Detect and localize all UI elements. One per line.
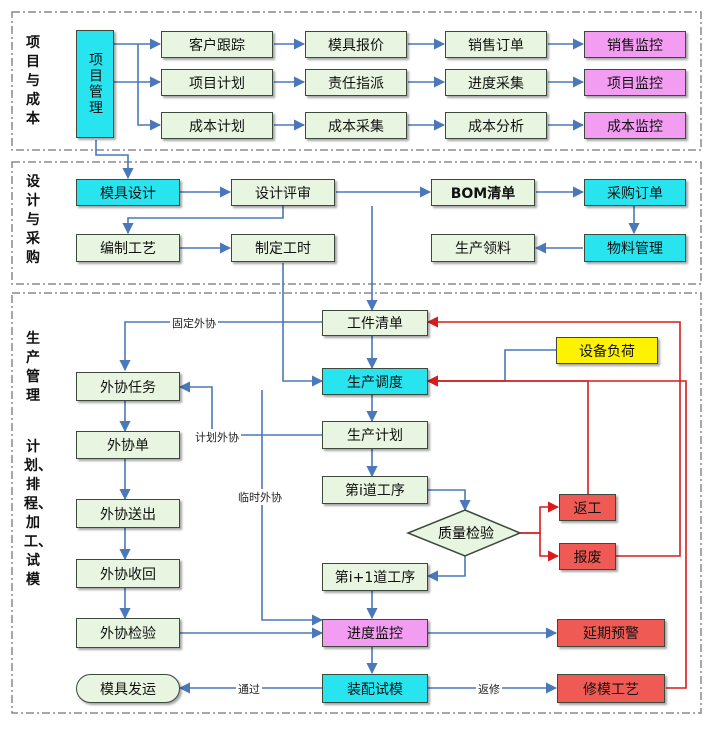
node-process-planning[interactable]: 编制工艺 [76, 234, 180, 262]
node-mold-quote[interactable]: 模具报价 [305, 31, 407, 58]
node-set-work-hours[interactable]: 制定工时 [231, 234, 335, 262]
node-cost-monitor[interactable]: 成本监控 [584, 112, 686, 139]
node-sales-monitor[interactable]: 销售监控 [584, 31, 686, 58]
node-outsource-send[interactable]: 外协送出 [76, 499, 180, 528]
node-cost-collection[interactable]: 成本采集 [305, 112, 407, 139]
node-mold-shipment[interactable]: 模具发运 [76, 674, 180, 703]
section-frame-design-purchase [11, 161, 702, 285]
node-outsource-order[interactable]: 外协单 [76, 431, 180, 459]
node-scrap[interactable]: 报废 [559, 543, 616, 570]
edge-xmgl-mjsj [95, 140, 134, 180]
section-label-project-cost: 项目与成本 [26, 35, 40, 127]
node-workpiece-list[interactable]: 工件清单 [322, 310, 428, 336]
edge-step-i-zljy [428, 489, 471, 512]
node-design-review[interactable]: 设计评审 [231, 179, 335, 206]
edge-label-temp-outsource: 临时外协 [236, 489, 284, 505]
node-step-i[interactable]: 第i道工序 [322, 476, 428, 504]
section-label-design-purchase: 设计与采购 [26, 174, 40, 266]
section-frame-production [11, 292, 702, 714]
node-customer-tracking[interactable]: 客户跟踪 [161, 31, 273, 58]
node-bom-list[interactable]: BOM清单 [431, 179, 535, 206]
node-outsource-task[interactable]: 外协任务 [76, 372, 180, 401]
edge-fg-scdd [426, 375, 589, 494]
edge-label-fixed-outsource: 固定外协 [170, 315, 218, 331]
edge-sbfh-scdd [426, 349, 556, 387]
node-production-plan[interactable]: 生产计划 [322, 421, 428, 449]
node-quality-inspection[interactable]: 质量检验 [438, 526, 494, 542]
node-production-scheduling[interactable]: 生产调度 [322, 368, 428, 395]
edge-zljy-fg [520, 501, 560, 534]
edge-sjps-bzgy [122, 206, 284, 235]
node-progress-monitor[interactable]: 进度监控 [322, 619, 428, 647]
edge-xmgy-scdd [426, 375, 687, 689]
edge-label-pass: 通过 [236, 681, 262, 697]
node-delay-warning[interactable]: 延期预警 [557, 619, 665, 647]
edge-lswx [261, 390, 324, 626]
edge-zljy-bf [520, 532, 560, 562]
node-progress-collection[interactable]: 进度采集 [445, 69, 547, 96]
decision-diamond [405, 509, 522, 557]
node-outsource-inspect[interactable]: 外协检验 [76, 618, 180, 648]
edge-bf-gjqd [426, 316, 681, 557]
edge-label-repair: 返修 [476, 681, 502, 697]
node-step-i-plus-1[interactable]: 第i+1道工序 [322, 563, 428, 591]
node-sales-order[interactable]: 销售订单 [445, 31, 547, 58]
edge-xmgl-cbjh [137, 44, 162, 131]
edge-gjqd-wxrw [119, 321, 322, 372]
node-project-management[interactable]: 项目管理 [76, 30, 114, 138]
section-label-planning: 计划、排程、加工、试模 [24, 439, 52, 588]
node-purchase-order[interactable]: 采购订单 [584, 179, 686, 206]
node-material-management[interactable]: 物料管理 [584, 234, 686, 262]
node-repair-process[interactable]: 修模工艺 [557, 674, 665, 703]
node-equipment-load[interactable]: 设备负荷 [556, 337, 658, 364]
edge-zdgs-scdd [282, 263, 324, 387]
edge-scjh-wxrw [178, 381, 322, 436]
edge-zljy-step-i1 [426, 550, 466, 582]
node-project-plan[interactable]: 项目计划 [161, 69, 273, 96]
node-mold-design[interactable]: 模具设计 [76, 179, 180, 206]
node-material-requisition[interactable]: 生产领料 [431, 234, 535, 262]
node-project-monitor[interactable]: 项目监控 [584, 69, 686, 96]
node-outsource-receive[interactable]: 外协收回 [76, 559, 180, 588]
section-frame-project-cost [11, 11, 702, 151]
node-cost-analysis[interactable]: 成本分析 [445, 112, 547, 139]
section-label-production: 生产管理 [26, 331, 40, 404]
node-assembly-trial[interactable]: 装配试模 [322, 674, 428, 703]
node-cost-plan[interactable]: 成本计划 [161, 112, 273, 139]
node-rework[interactable]: 返工 [559, 494, 616, 521]
edge-label-planned-outsource: 计划外协 [193, 429, 241, 445]
node-assign-responsibility[interactable]: 责任指派 [305, 69, 407, 96]
